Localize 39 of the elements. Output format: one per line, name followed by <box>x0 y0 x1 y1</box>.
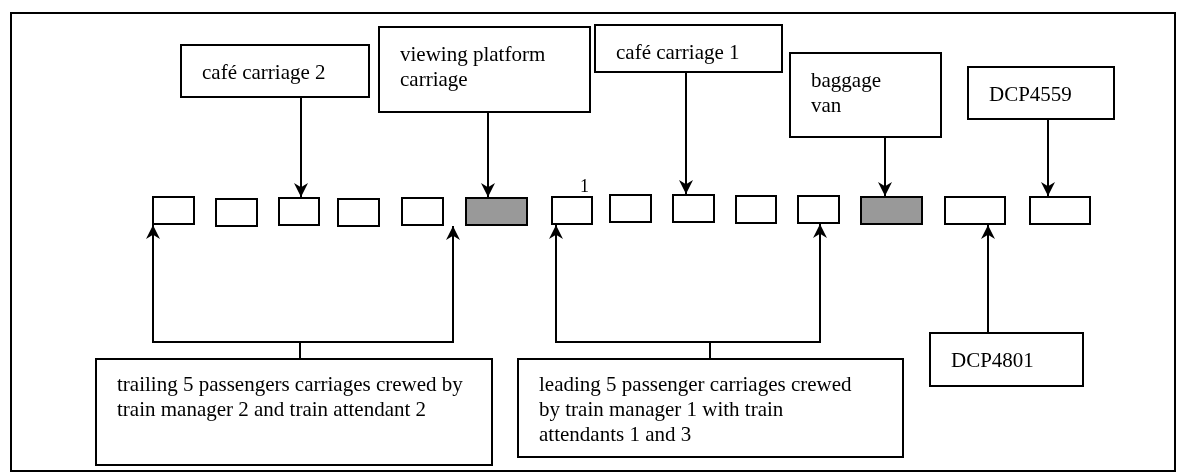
arrow <box>709 223 827 359</box>
carriage-box <box>860 196 923 225</box>
callout-box <box>594 24 783 73</box>
callout-box <box>929 332 1084 387</box>
callout-box <box>967 66 1115 120</box>
callout-text: leading 5 passenger carriages crewed by train manager 1 with train attendants 1 and 3 <box>539 372 853 447</box>
callout-box <box>378 26 591 113</box>
arrow <box>981 224 995 333</box>
callout-box <box>180 44 370 98</box>
carriage-box <box>609 194 652 223</box>
carriage-box <box>278 197 320 226</box>
arrow <box>481 112 495 198</box>
carriage-box <box>337 198 380 227</box>
carriage-box <box>944 196 1006 225</box>
carriage-box <box>152 196 195 225</box>
carriage-box <box>401 197 444 226</box>
arrow <box>679 72 693 195</box>
carriage-box <box>215 198 258 227</box>
arrow <box>299 225 460 359</box>
callout-text: trailing 5 passengers carriages crewed by train manager 2 and train attendant 2 <box>117 372 464 422</box>
callout-box <box>789 52 942 138</box>
carriage-box <box>465 197 528 226</box>
carriage-box <box>797 195 840 224</box>
callout-text: café carriage 2 <box>202 60 327 85</box>
arrow <box>294 97 308 198</box>
callout-text: baggage van <box>811 68 882 118</box>
callout-box <box>517 358 904 458</box>
carriage-box <box>735 195 777 224</box>
callout-text: DCP4801 <box>951 348 1035 373</box>
carriage-number: 1 <box>580 176 589 197</box>
callout-box <box>95 358 493 466</box>
carriage-box <box>551 196 593 225</box>
carriage-box <box>1029 196 1091 225</box>
arrow <box>1041 119 1055 197</box>
carriage-box <box>672 194 715 223</box>
callout-text: DCP4559 <box>989 82 1073 107</box>
callout-text: viewing platform carriage <box>400 42 547 92</box>
arrow <box>878 137 892 197</box>
callout-text: café carriage 1 <box>616 40 741 65</box>
